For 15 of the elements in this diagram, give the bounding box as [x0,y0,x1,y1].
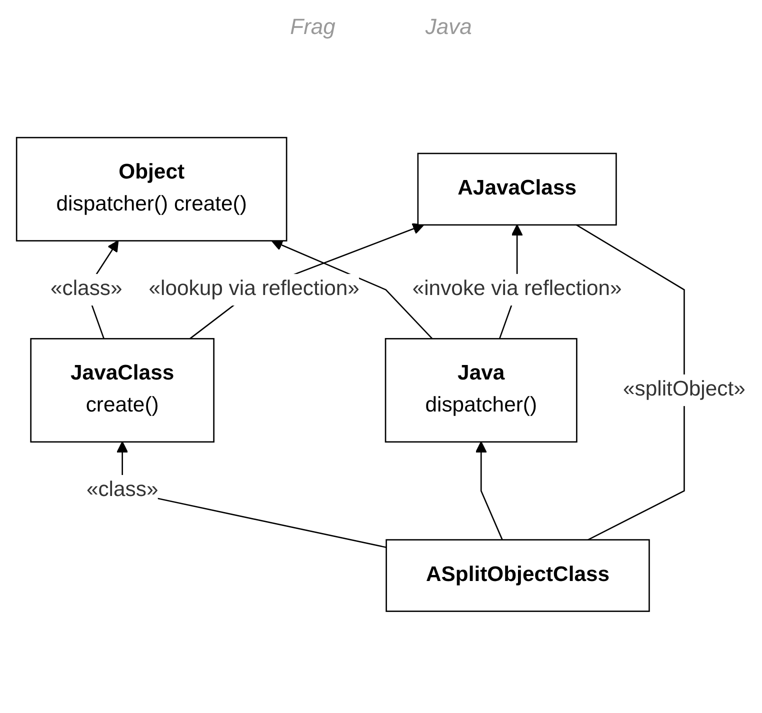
edge-label: «splitObject» [623,378,746,400]
node-box: AJavaClass [417,152,617,226]
edge-label: «invoke via reflection» [412,277,622,300]
edge-label: «class» [86,478,158,502]
edge-label: «class» [50,277,122,300]
edge-label: «lookup via reflection» [148,277,360,300]
arrow [475,440,503,540]
arrow [271,239,433,339]
connector [576,224,685,540]
node-box: ASplitObjectClass [386,538,650,612]
region-label: Frag [290,14,336,41]
node-box: Object dispatcher() create() [16,136,288,242]
node-box: JavaClass create() [30,338,214,442]
region-label: Java [425,14,472,41]
node-box: Java dispatcher() [384,338,578,442]
